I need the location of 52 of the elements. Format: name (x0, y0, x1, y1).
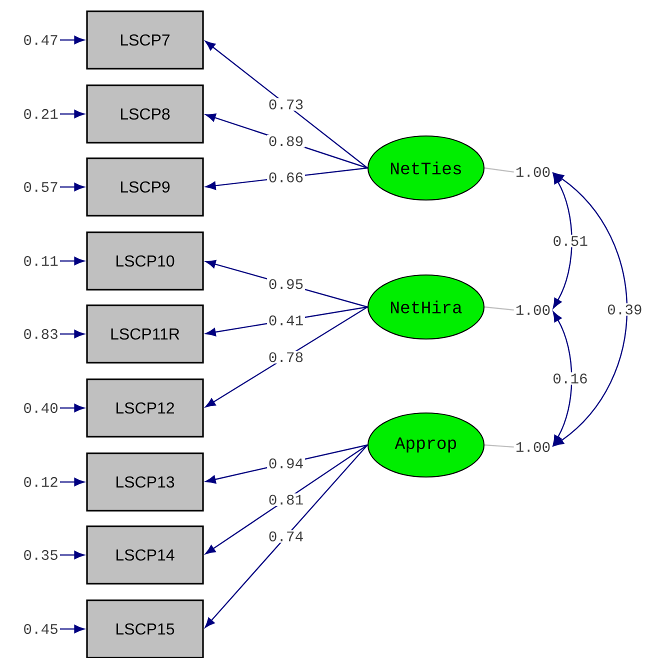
edge-label: 0.89 (267, 134, 305, 148)
edge-label: 0.16 (551, 372, 590, 385)
variance-value: 1.00 (514, 440, 552, 454)
edge-label: 0.45 (22, 622, 60, 636)
edge-label: 0.78 (267, 350, 305, 364)
indicator-box: LSCP15 (86, 600, 204, 658)
variance-value: 1.00 (514, 304, 552, 316)
error-arrow (60, 478, 84, 486)
indicator-box: LSCP7 (86, 10, 204, 70)
edge-label: 0.21 (22, 108, 60, 120)
indicator-box: LSCP11R (86, 304, 204, 364)
error-arrow (60, 110, 84, 118)
connector-line (484, 306, 514, 311)
indicator-box: LSCP10 (86, 232, 204, 290)
connector-line (484, 167, 514, 173)
connector-line (484, 444, 514, 448)
edge-label: 0.73 (267, 98, 305, 111)
edge-label: 0.47 (22, 34, 60, 46)
variance-value: 1.00 (514, 166, 552, 178)
error-arrow (60, 624, 84, 634)
edge-label: 0.51 (551, 234, 590, 248)
loading-arrow (204, 444, 368, 628)
error-arrow (60, 404, 84, 412)
edge-label: 0.81 (267, 493, 305, 506)
loading-arrow (205, 40, 368, 168)
edge-label: 0.39 (606, 303, 644, 316)
indicator-box: LSCP14 (86, 526, 204, 584)
loading-arrow (205, 444, 368, 554)
edge-label: 0.74 (267, 530, 305, 543)
edge-label: 0.11 (22, 254, 60, 268)
error-arrow (60, 36, 84, 44)
edge-label: 0.66 (267, 171, 305, 184)
indicator-box: LSCP8 (86, 84, 204, 144)
error-arrow (60, 182, 84, 192)
covariance-arc (552, 311, 572, 446)
edge-label: 0.95 (267, 278, 305, 290)
covariance-arc (554, 172, 628, 446)
edge-label: 0.40 (22, 402, 60, 414)
edge-label: 0.35 (22, 548, 60, 562)
error-arrow (60, 330, 84, 338)
indicator-box: LSCP9 (86, 158, 204, 216)
covariance-arc (552, 173, 572, 309)
error-arrow (60, 256, 84, 266)
indicator-box: LSCP13 (86, 452, 204, 512)
edge-label: 0.41 (267, 314, 305, 327)
edge-label: 0.83 (22, 328, 60, 340)
error-arrow (60, 550, 84, 560)
edge-label: 0.94 (267, 457, 305, 470)
edge-label: 0.57 (22, 180, 60, 194)
indicator-box: LSCP12 (86, 378, 204, 438)
edge-label: 0.12 (22, 476, 60, 488)
loading-arrow (205, 306, 368, 408)
